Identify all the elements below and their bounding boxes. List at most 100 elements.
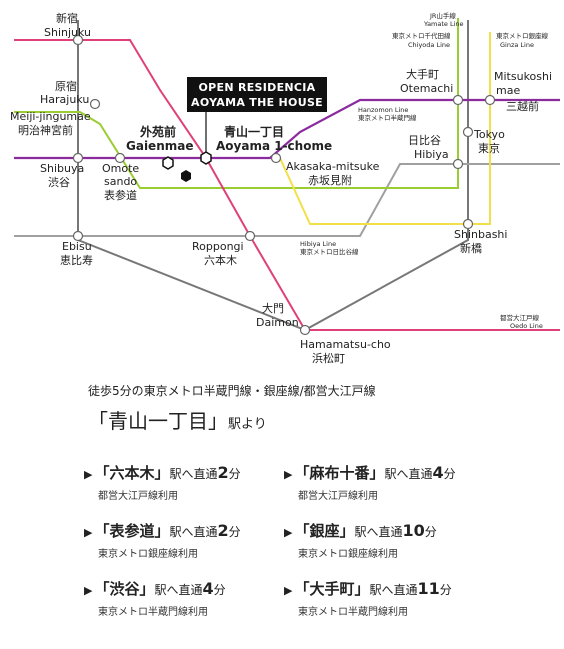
label-aoyama-jp: 青山一丁目 <box>224 124 284 139</box>
label-otemachi-jp: 大手町 <box>406 67 439 81</box>
label-mitsukoshi-en1: Mitsukoshi <box>494 70 552 83</box>
gaienmae-hex-icon[interactable] <box>162 156 174 170</box>
station-dot-roppongi[interactable] <box>244 230 256 242</box>
line-label-yamanote-en: Yamate Line <box>423 20 464 28</box>
label-tokyo-en: Tokyo <box>473 128 505 141</box>
line-label-chiyoda-en: Chiyoda Line <box>408 41 450 49</box>
line-label-oedo-en: Oedo Line <box>510 322 543 330</box>
route-unit: 分 <box>439 583 452 597</box>
line-label-ginza-en: Ginza Line <box>500 41 534 49</box>
triangle-icon: ▶ <box>284 468 293 481</box>
line-label-ginza-jp: 東京メトロ銀座線 <box>496 31 549 40</box>
station-dot-tokyo[interactable] <box>462 126 474 138</box>
route-mid: 駅へ直通 <box>369 583 418 597</box>
route-minutes: 2 <box>217 463 229 482</box>
label-gaienmae-en: Gaienmae <box>126 139 193 153</box>
triangle-icon: ▶ <box>84 468 93 481</box>
label-shibuya-en: Shibuya <box>40 162 84 175</box>
triangle-icon: ▶ <box>84 584 93 597</box>
origin-station-name: 「青山一丁目」 <box>88 409 228 433</box>
route-mid: 駅へ直通 <box>169 525 218 539</box>
label-shinbashi-jp: 新橋 <box>460 241 482 255</box>
route-via: 東京メトロ銀座線利用 <box>98 549 198 560</box>
label-hibiya-en: Hibiya <box>414 148 449 161</box>
residence-hex-icon <box>181 170 191 182</box>
label-ebisu-en: Ebisu <box>62 240 92 253</box>
station-dot-otemachi[interactable] <box>452 94 464 106</box>
triangle-icon: ▶ <box>84 526 93 539</box>
line-label-yamanote-jp: JR山手線 <box>429 11 456 20</box>
route-mid: 駅へ直通 <box>354 525 403 539</box>
route-unit: 分 <box>443 467 456 481</box>
label-akasaka-en: Akasaka-mitsuke <box>286 160 380 173</box>
aoyama-hex-icon[interactable] <box>200 151 212 165</box>
station-dot-daimon[interactable] <box>299 324 311 336</box>
label-mitsukoshi-en2: mae <box>496 84 520 97</box>
line-label-hanzomon-en: Hanzomon Line <box>358 106 408 114</box>
station-dot-akasaka[interactable] <box>270 152 282 164</box>
access-lead: 徒歩5分の東京メトロ半蔵門線・銀座線/都営大江戸線 <box>88 384 376 398</box>
route-item: ▶「大手町」駅へ直通11分 東京メトロ半蔵門線利用 <box>284 578 484 618</box>
label-omote-en2: sando <box>104 175 137 188</box>
route-unit: 分 <box>228 467 241 481</box>
route-unit: 分 <box>424 525 437 539</box>
origin-station: 「青山一丁目」駅より <box>88 405 548 434</box>
route-minutes: 11 <box>417 579 440 598</box>
route-minutes: 4 <box>202 579 214 598</box>
label-ebisu-jp: 恵比寿 <box>60 253 93 267</box>
route-via: 東京メトロ半蔵門線利用 <box>98 607 208 618</box>
route-item: ▶「表参道」駅へ直通2分 東京メトロ銀座線利用 <box>84 520 284 560</box>
route-dest: 「渋谷」 <box>94 580 155 598</box>
route-minutes: 10 <box>402 521 425 540</box>
route-dest: 「六本木」 <box>94 464 170 482</box>
route-map: 新宿 Shinjuku 原宿 Harajuku Meiji-jingumae 明… <box>10 11 560 365</box>
label-hamamatsu-en: Hamamatsu-cho <box>300 338 391 351</box>
station-dot-hibiya[interactable] <box>452 158 464 170</box>
station-dot-omotesando[interactable] <box>114 152 126 164</box>
origin-station-suffix: 駅より <box>228 417 267 432</box>
line-label-hanzomon-jp: 東京メトロ半蔵門線 <box>358 113 417 122</box>
hanzomon-line <box>14 98 560 160</box>
label-harajuku-jp: 原宿 <box>55 79 77 93</box>
label-shinjuku-jp: 新宿 <box>56 11 78 25</box>
label-meiji-en: Meiji-jingumae <box>10 110 91 123</box>
label-roppongi-jp: 六本木 <box>204 253 237 267</box>
label-aoyama-en: Aoyama 1-chome <box>216 139 332 153</box>
route-via: 都営大江戸線利用 <box>298 491 378 502</box>
label-shinjuku-en: Shinjuku <box>44 26 91 39</box>
hibiya-line <box>14 163 560 237</box>
residence-banner: OPEN RESIDENCIA AOYAMA THE HOUSE <box>187 77 327 112</box>
route-item: ▶「麻布十番」駅へ直通4分 都営大江戸線利用 <box>284 462 484 502</box>
route-dest: 「銀座」 <box>294 522 355 540</box>
route-via: 都営大江戸線利用 <box>98 491 178 502</box>
label-omote-jp: 表参道 <box>104 188 137 202</box>
station-dot-shinbashi[interactable] <box>462 218 474 230</box>
line-label-hibiya-en: Hibiya Line <box>300 240 336 248</box>
route-dest: 「麻布十番」 <box>294 464 385 482</box>
triangle-icon: ▶ <box>284 584 293 597</box>
route-via: 東京メトロ半蔵門線利用 <box>298 607 408 618</box>
station-dot-shinjuku[interactable] <box>72 34 84 46</box>
label-otemachi-en: Otemachi <box>400 82 453 95</box>
route-mid: 駅へ直通 <box>384 467 433 481</box>
access-info: 徒歩5分の東京メトロ半蔵門線・銀座線/都営大江戸線 「青山一丁目」駅より <box>88 382 548 434</box>
route-mid: 駅へ直通 <box>169 467 218 481</box>
station-dot-mitsukoshi[interactable] <box>484 94 496 106</box>
label-omote-en1: Omote <box>102 162 139 175</box>
label-meiji-jp: 明治神宮前 <box>18 123 73 137</box>
label-daimon-jp: 大門 <box>262 301 284 315</box>
station-dot-ebisu[interactable] <box>72 230 84 242</box>
route-item: ▶「銀座」駅へ直通10分 東京メトロ銀座線利用 <box>284 520 484 560</box>
banner-line2: AOYAMA THE HOUSE <box>191 96 323 109</box>
route-mid: 駅へ直通 <box>154 583 203 597</box>
station-dot-harajuku[interactable] <box>89 98 101 110</box>
station-dot-shibuya[interactable] <box>72 152 84 164</box>
route-dest: 「大手町」 <box>294 580 370 598</box>
label-mitsukoshi-jp: 三越前 <box>506 99 539 113</box>
route-minutes: 4 <box>432 463 444 482</box>
banner-line1: OPEN RESIDENCIA <box>198 81 316 94</box>
label-shibuya-jp: 渋谷 <box>48 176 70 189</box>
label-akasaka-jp: 赤坂見附 <box>308 173 352 187</box>
label-shinbashi-en: Shinbashi <box>454 228 507 241</box>
route-item: ▶「六本木」駅へ直通2分 都営大江戸線利用 <box>84 462 284 502</box>
